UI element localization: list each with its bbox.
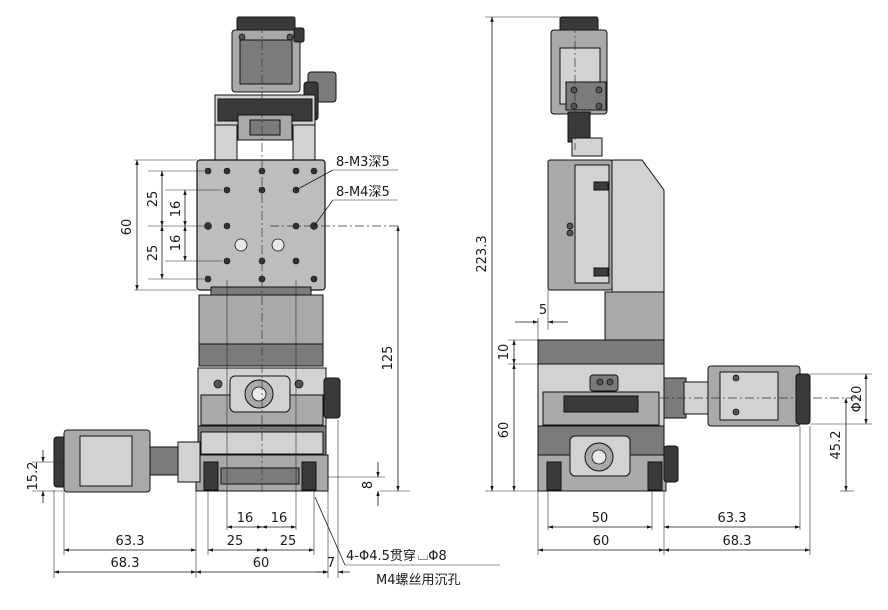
dim-15-2: 15.2 bbox=[26, 462, 41, 491]
side-middle-stage bbox=[537, 363, 665, 427]
dim-16-bottom-right: 16 bbox=[271, 511, 288, 526]
dim-68-3-front: 68.3 bbox=[111, 556, 140, 571]
dim-16-lower: 16 bbox=[169, 235, 184, 252]
side-column bbox=[604, 291, 665, 343]
front-column bbox=[198, 294, 324, 346]
side-upper-stage bbox=[547, 159, 665, 293]
dim-223-3: 223.3 bbox=[475, 235, 490, 272]
dim-5: 5 bbox=[539, 303, 547, 318]
dim-25-bottom-right: 25 bbox=[280, 534, 297, 549]
side-upper-slide bbox=[537, 339, 665, 365]
dim-25-lower: 25 bbox=[146, 245, 161, 262]
dim-60-side-bottom: 60 bbox=[593, 534, 610, 549]
front-view bbox=[53, 16, 400, 495]
side-top-motor bbox=[550, 16, 608, 157]
dim-16-bottom-left: 16 bbox=[237, 511, 254, 526]
dim-16-upper: 16 bbox=[169, 201, 184, 218]
dim-60-vertical: 60 bbox=[120, 219, 135, 236]
note-m3: 8-M3深5 bbox=[336, 155, 390, 170]
dim-50: 50 bbox=[592, 511, 609, 526]
front-dimensions: 60 25 25 16 16 8-M3深5 8-M4深5 125 8 15.2 bbox=[26, 155, 500, 588]
front-top-plate bbox=[196, 159, 326, 296]
dim-25-upper: 25 bbox=[146, 191, 161, 208]
dim-phi-20: Φ20 bbox=[850, 386, 865, 413]
dim-45-2: 45.2 bbox=[829, 431, 844, 460]
front-middle-stage bbox=[197, 367, 341, 427]
side-base bbox=[537, 425, 679, 492]
dim-10: 10 bbox=[497, 344, 512, 361]
note-bottom-counterbore: M4螺丝用沉孔 bbox=[376, 573, 461, 588]
dim-25-bottom-left: 25 bbox=[227, 534, 244, 549]
front-top-motor bbox=[214, 16, 337, 161]
dim-63-3-side: 63.3 bbox=[718, 511, 747, 526]
dim-7: 7 bbox=[327, 556, 335, 571]
side-right-motor bbox=[663, 365, 811, 427]
front-upper-slide bbox=[198, 343, 324, 367]
dim-68-3-side: 68.3 bbox=[723, 534, 752, 549]
dim-8: 8 bbox=[361, 481, 376, 489]
dim-125: 125 bbox=[381, 346, 396, 371]
note-m4: 8-M4深5 bbox=[336, 185, 390, 200]
front-side-motor bbox=[53, 429, 201, 493]
note-bottom-hole: 4-Φ4.5贯穿⌴Φ8 bbox=[346, 548, 447, 564]
side-view bbox=[537, 16, 860, 492]
dim-60-side-vertical: 60 bbox=[497, 422, 512, 439]
dim-60-front-bottom: 60 bbox=[253, 556, 270, 571]
side-dimensions: 223.3 5 10 60 Φ20 45.2 50 60 63.3 68.3 bbox=[475, 16, 872, 555]
dim-63-3-front: 63.3 bbox=[116, 534, 145, 549]
